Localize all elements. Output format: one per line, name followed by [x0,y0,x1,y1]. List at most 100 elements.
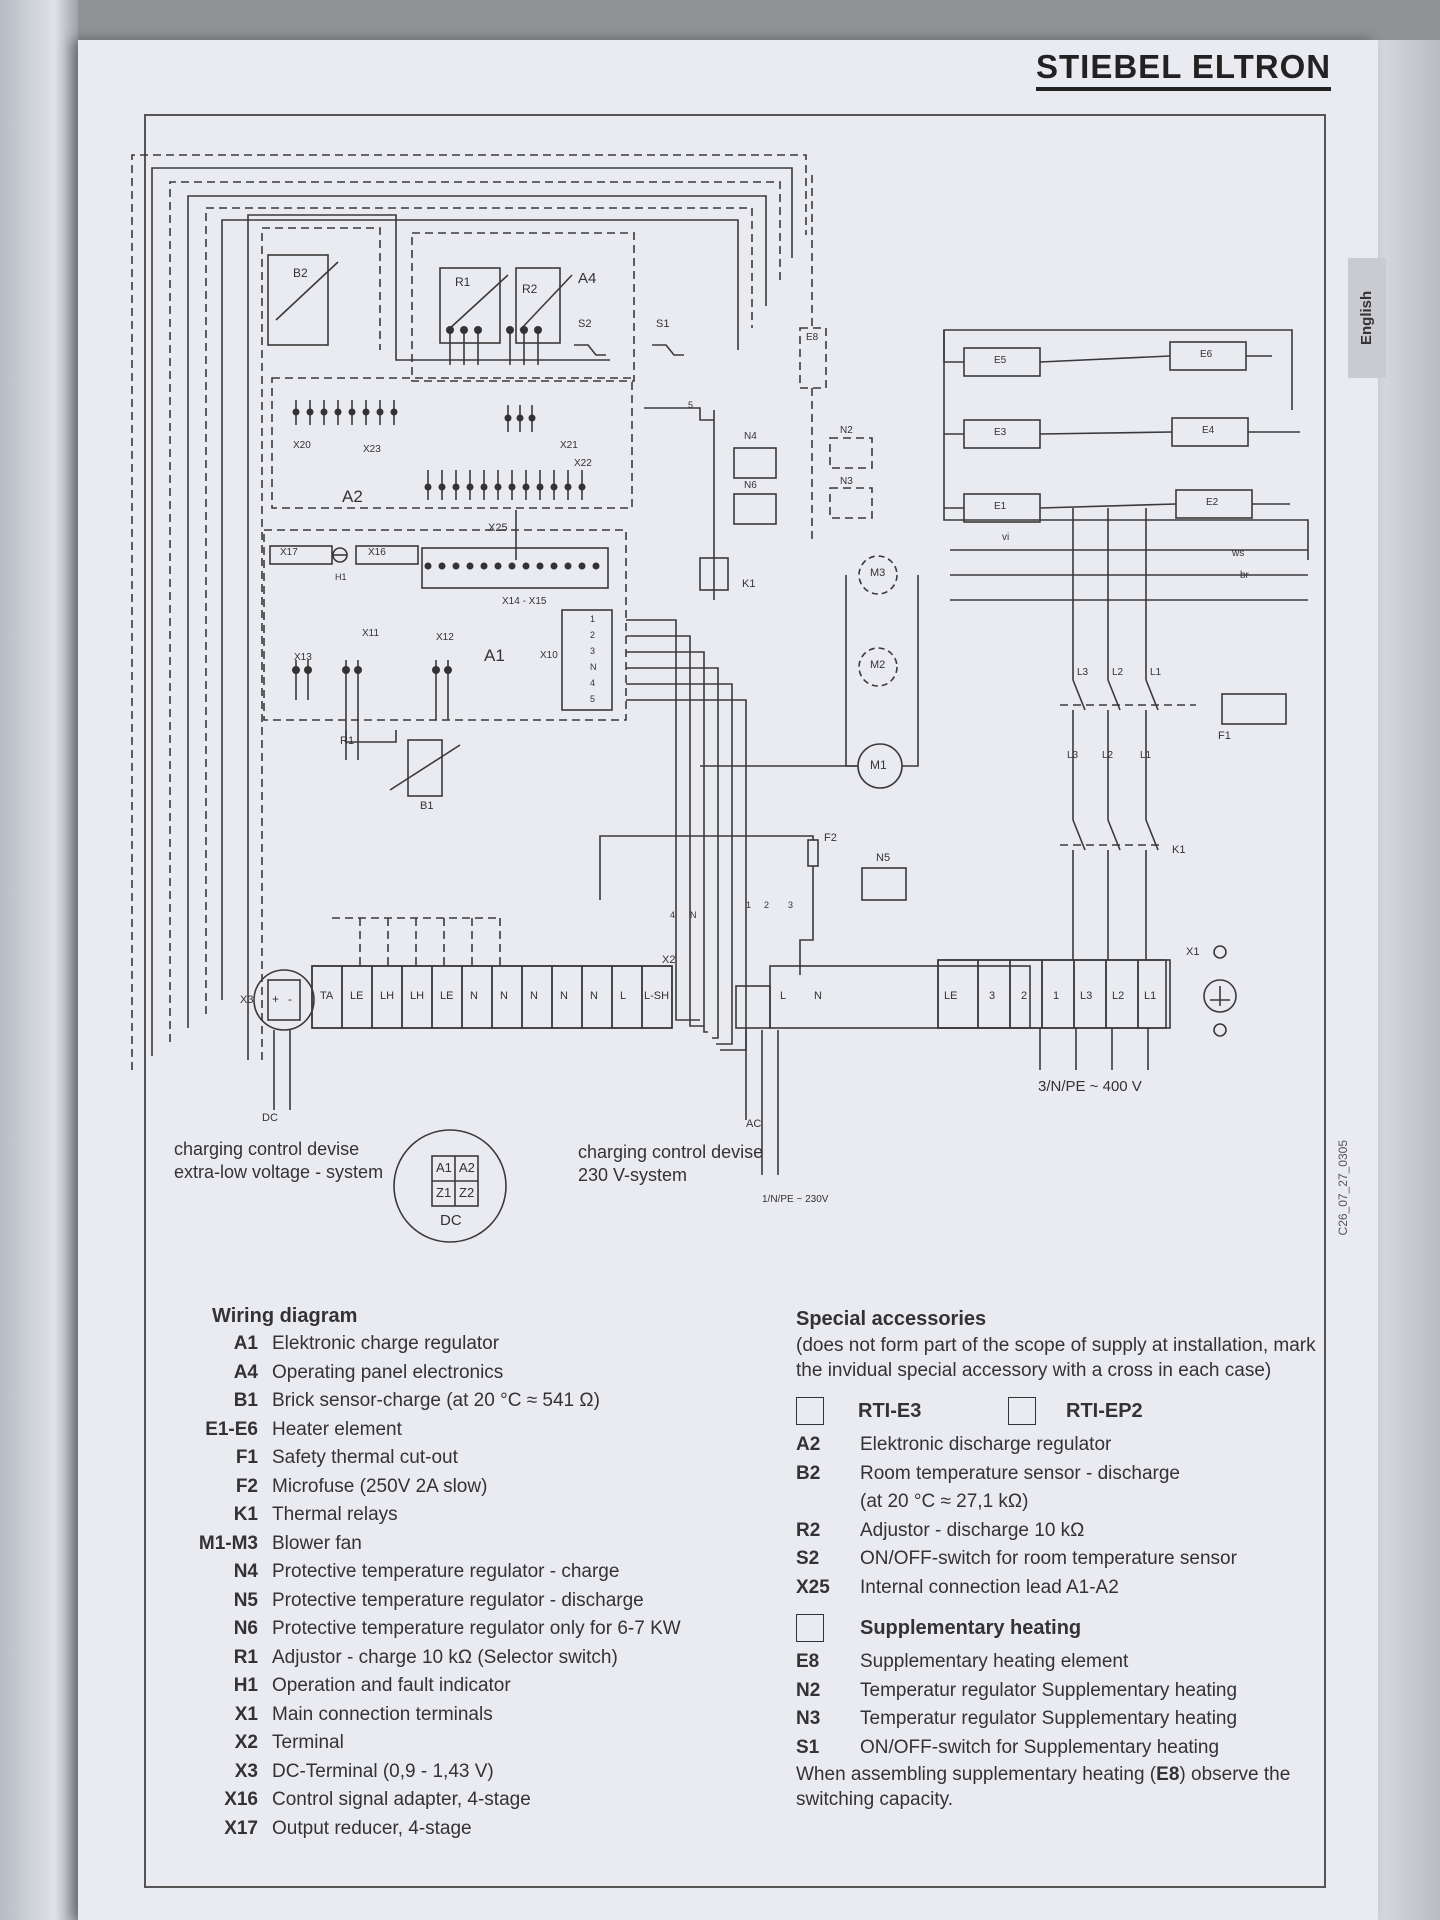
wire-num: 2 [764,900,770,910]
rti-e3-checkbox[interactable] [796,1397,824,1425]
m1-label: M1 [870,758,887,772]
rti-ep2-checkbox[interactable] [1008,1397,1036,1425]
legend-desc: ON/OFF-switch for Supplementary heating [860,1736,1220,1758]
legend-desc: Adjustor - discharge 10 kΩ [860,1519,1085,1541]
x1-terminal-label: L3 [1080,990,1093,1002]
mid-terminal-label: N [814,990,822,1002]
legend-code: E8 [796,1651,820,1672]
phase-top-label: L3 [1077,667,1089,678]
x11-label: X11 [362,628,380,639]
charging-230-label: charging control devise 230 V-system [578,1142,764,1185]
accessories-note: (does not form part of the scope of supp… [796,1335,1316,1381]
legend-code: N6 [233,1618,258,1639]
n2-label: N2 [840,425,853,436]
n3-regulator [829,487,873,519]
phase-top-label: L2 [1112,667,1124,678]
heater-e3-label: E3 [994,427,1007,438]
legend-item: X3 DC-Terminal (0,9 - 1,43 V) [192,1758,681,1787]
wiring-legend-title: Wiring diagram [212,1305,358,1327]
b2-sensor-box [267,254,329,346]
terminal-marker [1213,945,1227,959]
legend-desc: Elektronic discharge regulator [860,1434,1112,1455]
supplementary-title: Supplementary heating [860,1616,1082,1639]
x10-pin: N [590,662,597,672]
wire-num: 5 [688,400,694,410]
m3-fan [858,555,898,595]
s2-label: S2 [578,318,592,330]
wiring-legend: Wiring diagram A1 Elektronic charge regul… [192,1305,681,1843]
x12-label: X12 [436,632,454,643]
f2-microfuse [807,839,819,867]
legend-desc: Output reducer, 4-stage [272,1817,472,1839]
legend-desc: Protective temperature regulator only fo… [272,1618,681,1639]
n5-label: N5 [876,852,891,864]
n3-label: N3 [840,476,853,487]
x2-terminal [611,965,643,1029]
legend-desc: Thermal relays [272,1504,398,1525]
pe-marker [1213,1023,1227,1037]
legend-desc: DC-Terminal (0,9 - 1,43 V) [272,1760,494,1782]
legend-desc: Elektronic charge regulator [272,1333,500,1354]
legend-code: M1-M3 [198,1532,258,1554]
legend-item: (at 20 °C ≈ 27,1 kΩ) [796,1488,1336,1517]
x17-label: X17 [280,547,298,558]
x10-pin: 2 [590,630,596,640]
legend-desc: ON/OFF-switch for room temperature senso… [860,1548,1237,1569]
x2-terminal-label: LE [350,990,364,1002]
supply-3ph-label: 3/N/PE ~ 400 V [1038,1078,1142,1095]
legend-desc: Supplementary heating element [860,1651,1129,1672]
legend-desc: (at 20 °C ≈ 27,1 kΩ) [860,1491,1029,1512]
legend-code: X25 [796,1576,830,1598]
x2-terminal [641,965,673,1029]
heater-e5-label: E5 [994,355,1007,366]
legend-desc: Control signal adapter, 4-stage [272,1789,531,1810]
legend-code: X16 [224,1789,258,1810]
n6-label: N6 [744,480,757,491]
legend-code: X3 [234,1760,258,1782]
x2-terminal-label: L [620,990,627,1002]
x1-terminal [1137,959,1171,1029]
phase-mid-label: L1 [1140,750,1152,761]
f1-safety-cutout [1221,693,1287,725]
x1-terminal-label: 2 [1021,990,1028,1002]
a1-charge-regulator [263,529,627,721]
e8-label: E8 [806,332,819,343]
wire-num: 3 [788,900,794,910]
dc-detail-cell: Z2 [459,1185,475,1200]
phase-mid-label: L3 [1067,750,1079,761]
legend-code: X2 [234,1732,258,1753]
m2-fan [858,647,898,687]
legend-desc: Heater element [272,1418,402,1440]
x22-label: X22 [574,458,592,469]
r1-charge-label: R1 [340,735,355,747]
x10-connector [561,609,613,711]
dc-detail-cell: A1 [436,1160,452,1175]
r2-label: R2 [522,282,538,296]
a2-label: A2 [342,487,363,506]
dc-detail-cell: A2 [459,1160,475,1175]
x2-terminal-label: TA [320,990,334,1002]
legend-desc: Operation and fault indicator [272,1675,511,1696]
legend-code: B2 [796,1462,821,1484]
x3-plus: + [272,992,280,1006]
legend-item: X16 Control signal adapter, 4-stage [192,1786,681,1815]
supplementary-checkbox[interactable] [796,1614,824,1642]
b2-label: B2 [293,266,308,280]
wire-num: 1 [746,900,752,910]
x2-terminal-label: LH [410,990,425,1002]
legend-code: N5 [233,1589,258,1611]
m3-label: M3 [870,567,886,579]
m2-label: M2 [870,659,886,671]
legend-code: N2 [796,1679,821,1701]
legend-code: A1 [233,1333,258,1354]
